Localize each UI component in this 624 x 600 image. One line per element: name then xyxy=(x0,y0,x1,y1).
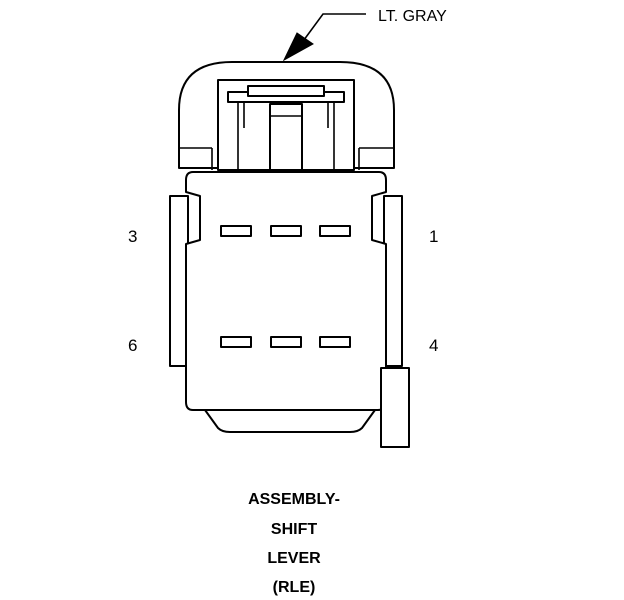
caption-line-3: LEVER xyxy=(267,550,321,567)
connector-hood xyxy=(178,61,395,171)
cavity-5 xyxy=(270,336,302,348)
caption-line-1: ASSEMBLY- xyxy=(248,491,340,508)
bottom-apron xyxy=(204,409,376,433)
connector-body xyxy=(169,171,410,448)
color-callout: LT. GRAY xyxy=(282,8,447,62)
pin-number-1: 1 xyxy=(429,227,438,246)
pin-number-6: 6 xyxy=(128,336,137,355)
callout-arrowhead xyxy=(282,32,314,62)
latch-tab xyxy=(247,85,325,97)
pin-number-3: 3 xyxy=(128,227,137,246)
pin-numbers: 3 1 6 4 xyxy=(128,227,438,355)
cavity-1 xyxy=(319,225,351,237)
cavity-6 xyxy=(220,336,252,348)
body-outline xyxy=(185,171,387,411)
component-caption: ASSEMBLY- SHIFT LEVER (RLE) xyxy=(248,491,340,596)
latch-lever xyxy=(269,103,303,171)
caption-line-2: SHIFT xyxy=(271,521,317,538)
terminal-cavities xyxy=(220,225,351,348)
cavity-4 xyxy=(319,336,351,348)
callout-leader-line xyxy=(297,13,366,49)
cavity-3 xyxy=(220,225,252,237)
key-tab xyxy=(380,367,410,448)
caption-line-4: (RLE) xyxy=(273,579,316,596)
pin-number-4: 4 xyxy=(429,336,438,355)
cavity-2 xyxy=(270,225,302,237)
callout-label: LT. GRAY xyxy=(378,8,447,25)
